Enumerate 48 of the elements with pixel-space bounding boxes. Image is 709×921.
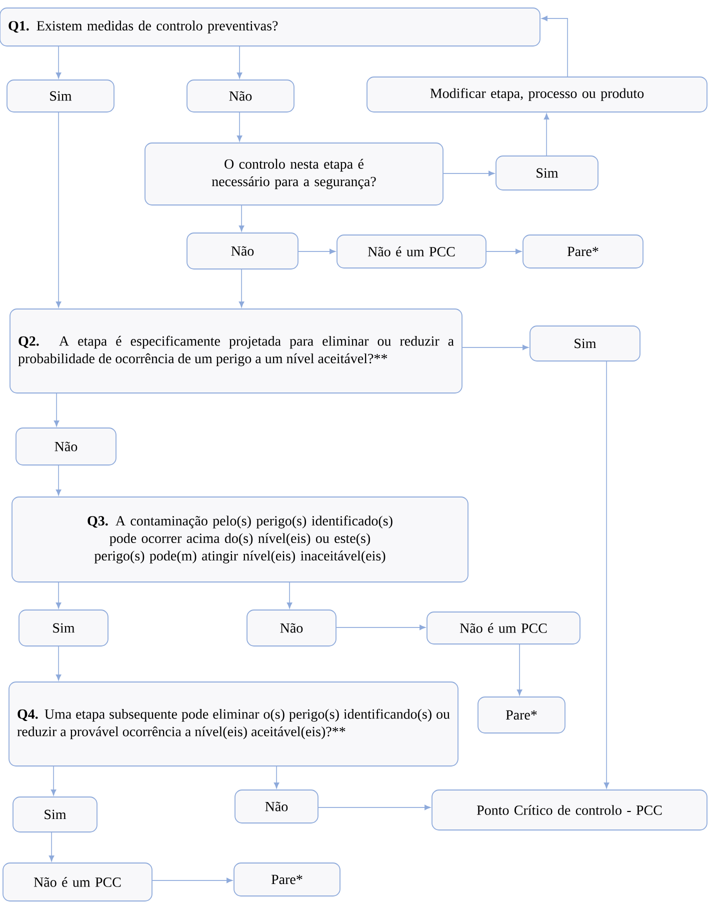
arrow xyxy=(274,766,280,788)
arrow xyxy=(56,582,62,608)
question-box: Q2. A etapa é especificamente projetada para eliminar ou reduzir a probabilidade de ocorrência de um perigo a um nível aceitável?** xyxy=(10,308,462,394)
arrow xyxy=(56,465,62,496)
arrow xyxy=(56,46,62,78)
arrow xyxy=(236,112,242,142)
stop-box: Pare* xyxy=(522,234,644,268)
stop-box: Pare* xyxy=(478,696,566,734)
option-box: Não xyxy=(246,610,336,646)
option-box: Sim xyxy=(496,156,598,190)
option-box: Não xyxy=(234,790,318,824)
result-box: Não é um PCC xyxy=(336,234,486,268)
result-box: Ponto Crítico de controlo - PCC xyxy=(432,790,708,830)
arrow xyxy=(54,393,60,426)
arrow xyxy=(152,878,232,884)
arrow xyxy=(318,804,430,810)
option-box: Sim xyxy=(6,80,114,112)
arrow xyxy=(542,16,568,77)
arrow xyxy=(238,205,244,232)
action-box: Modificar etapa, processo ou produto xyxy=(366,76,708,112)
option-box: Sim xyxy=(18,610,108,646)
arrow xyxy=(516,644,522,696)
arrow xyxy=(486,248,522,254)
arrow xyxy=(56,646,62,680)
arrow xyxy=(56,112,62,308)
option-box: Não xyxy=(16,428,116,466)
question-box: O controlo nesta etapa é necessário para a segurança? xyxy=(144,142,444,206)
arrow xyxy=(544,114,550,156)
result-box: Não é um PCC xyxy=(426,612,580,644)
result-box: Não é um PCC xyxy=(2,862,152,902)
arrow xyxy=(48,832,54,862)
arrow xyxy=(238,269,244,308)
option-box: Sim xyxy=(530,326,640,362)
arrow xyxy=(50,766,56,796)
arrow xyxy=(462,344,528,350)
option-box: Não xyxy=(186,80,294,112)
arrow xyxy=(236,46,242,78)
option-box: Não xyxy=(186,232,298,270)
question-box: Q1. Existem medidas de controlo preventivas? xyxy=(0,8,540,46)
arrow xyxy=(604,361,610,788)
arrow xyxy=(336,624,426,630)
question-box: Q3. A contaminação pelo(s) perigo(s) identificado(s) pode ocorrer acima do(s) nível(eis) ou este(s) perigo(s) pode(m) atingir nível(eis) inaceitável(eis) xyxy=(12,496,468,582)
stop-box: Pare* xyxy=(234,862,340,896)
option-box: Sim xyxy=(12,796,98,832)
arrow xyxy=(443,170,494,176)
arrow xyxy=(286,582,292,608)
question-box: Q4. Uma etapa subsequente pode eliminar o(s) perigo(s) identificando(s) ou reduzir a provável ocorrência a nível(eis) aceitável(eis)?** xyxy=(8,682,458,766)
arrow xyxy=(298,248,336,254)
